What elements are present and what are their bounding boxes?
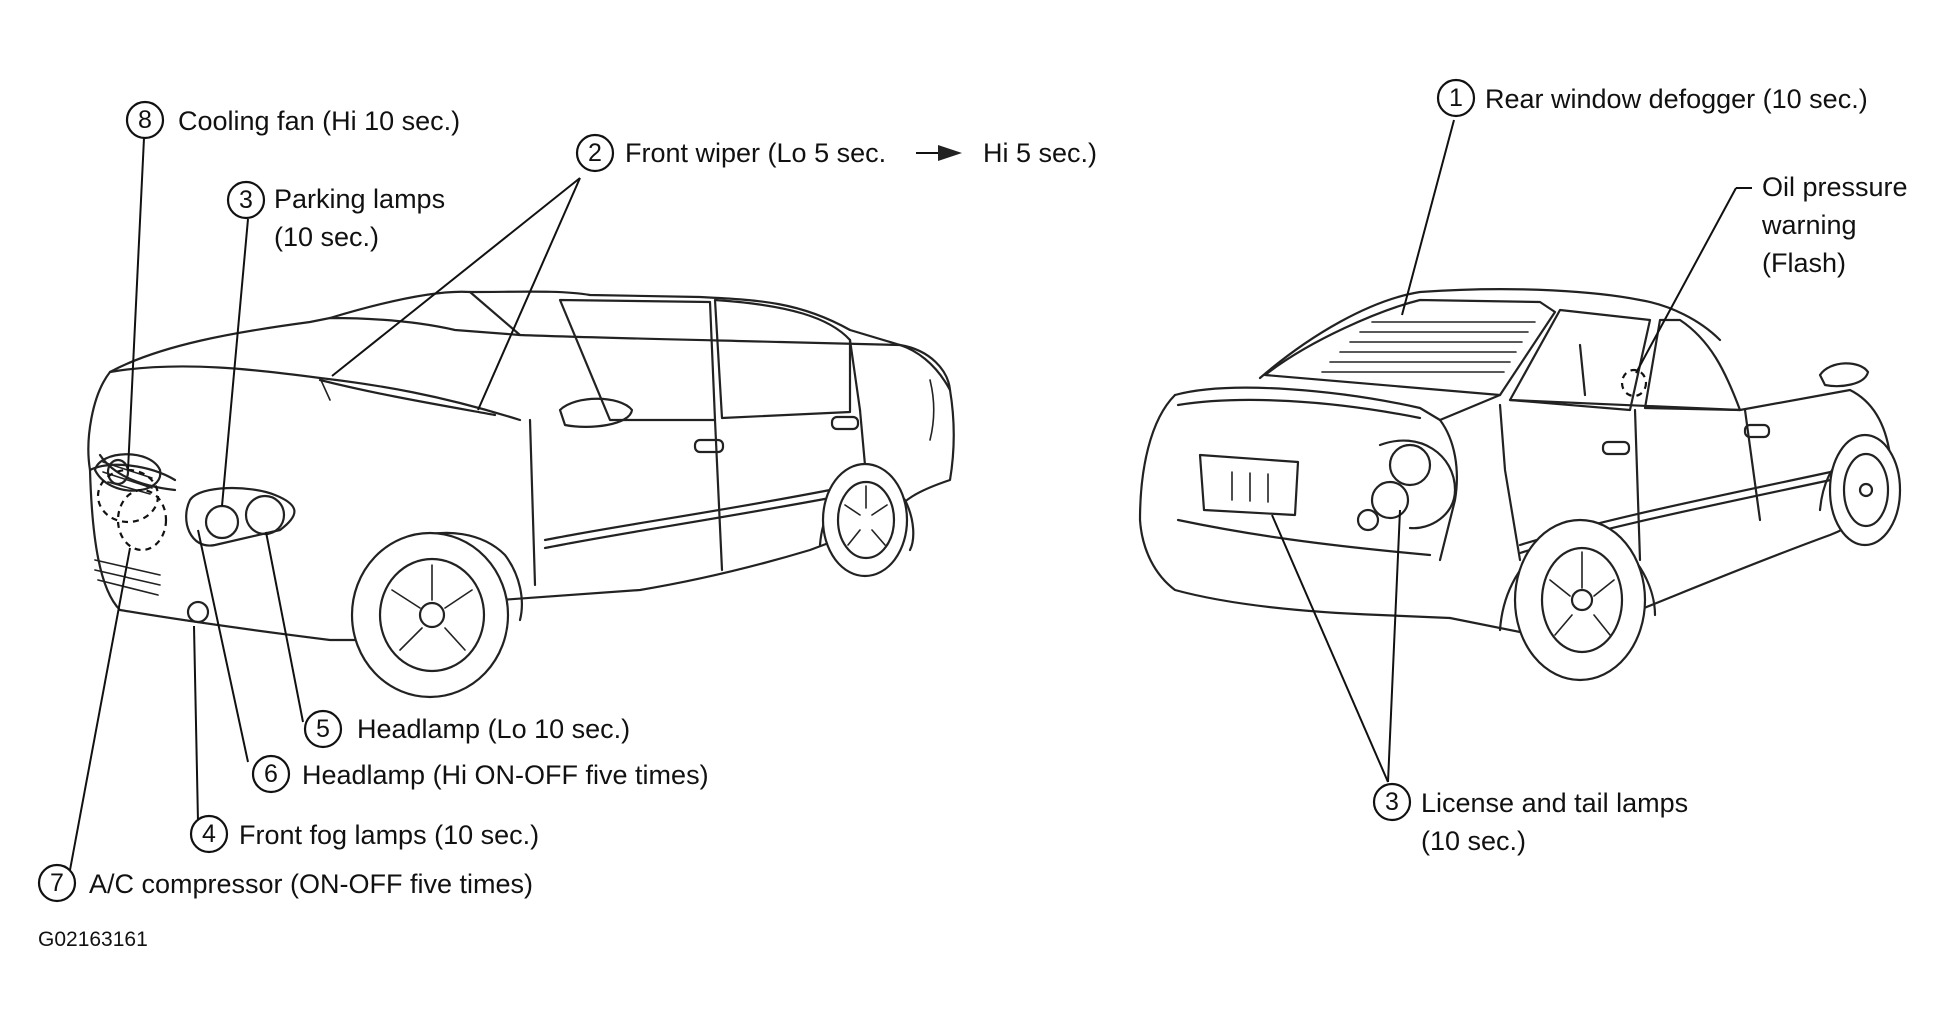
- callout-number: 3: [1385, 788, 1399, 816]
- oil-label-line1: Oil pressure: [1762, 172, 1908, 202]
- callout-label: Rear window defogger (10 sec.): [1485, 84, 1868, 114]
- callout-number: 7: [50, 869, 64, 897]
- callout-label: Parking lamps: [274, 184, 445, 214]
- callout-label-line2: (10 sec.): [274, 222, 379, 252]
- license-plate: [1198, 453, 1300, 517]
- callout-number: 1: [1449, 84, 1463, 112]
- rear-leader-lines: [1271, 119, 1752, 783]
- callout-number: 4: [202, 820, 216, 848]
- rear-car-illustration: [1138, 288, 1902, 682]
- oil-label-line3: (Flash): [1762, 248, 1846, 278]
- callout-headlamp-lo: 5 Headlamp (Lo 10 sec.): [303, 709, 630, 749]
- oil-pressure-marker: [1620, 368, 1648, 398]
- callout-label: Headlamp (Lo 10 sec.): [357, 714, 630, 744]
- ac-compressor-marker: [116, 488, 168, 552]
- callout-front-fog-lamps: 4 Front fog lamps (10 sec.): [189, 814, 539, 854]
- callout-rear-defogger: 1 Rear window defogger (10 sec.): [1436, 78, 1868, 118]
- callout-label: Headlamp (Hi ON-OFF five times): [302, 760, 709, 790]
- callout-label: License and tail lamps: [1421, 788, 1688, 818]
- callout-label: Front wiper (Lo 5 sec.: [625, 138, 886, 168]
- callout-label: Cooling fan (Hi 10 sec.): [178, 106, 460, 136]
- front-leader-lines: [69, 137, 581, 871]
- cooling-fan-marker: [96, 468, 160, 524]
- arrow-right-icon: [938, 145, 962, 161]
- front-car-illustration: [87, 290, 955, 699]
- callout-parking-lamps: 3 Parking lamps (10 sec.): [226, 180, 445, 252]
- callout-number: 2: [588, 139, 602, 167]
- callout-cooling-fan: 8 Cooling fan (Hi 10 sec.): [125, 100, 460, 140]
- callout-number: 6: [264, 760, 278, 788]
- callout-label-tail: Hi 5 sec.): [983, 138, 1097, 168]
- callout-number: 3: [239, 186, 253, 214]
- callout-number: 5: [316, 715, 330, 743]
- figure-code: G02163161: [38, 928, 148, 951]
- callout-ac-compressor: 7 A/C compressor (ON-OFF five times): [37, 863, 533, 903]
- callout-front-wiper: 2 Front wiper (Lo 5 sec. Hi 5 sec.): [575, 133, 1097, 173]
- callout-label-line2: (10 sec.): [1421, 826, 1526, 856]
- callout-label: Front fog lamps (10 sec.): [239, 820, 539, 850]
- oil-label-line2: warning: [1761, 210, 1857, 240]
- callout-oil-pressure: Oil pressure warning (Flash): [1761, 172, 1908, 278]
- callout-label: A/C compressor (ON-OFF five times): [89, 869, 533, 899]
- callout-number: 8: [138, 106, 152, 134]
- callout-headlamp-hi: 6 Headlamp (Hi ON-OFF five times): [251, 754, 709, 794]
- callout-license-tail-lamps: 3 License and tail lamps (10 sec.): [1372, 782, 1688, 856]
- defogger-lines: [1321, 321, 1536, 373]
